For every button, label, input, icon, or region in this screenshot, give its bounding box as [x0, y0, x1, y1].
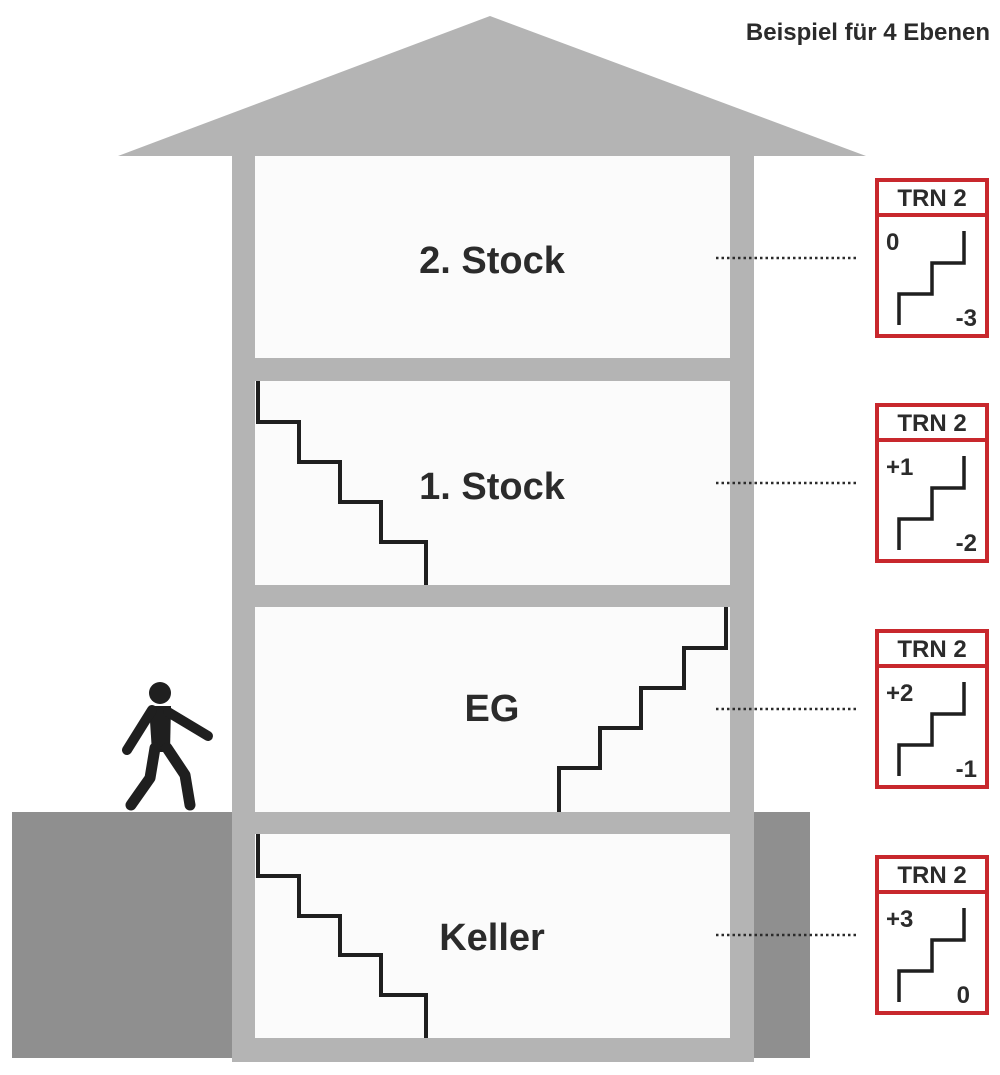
- floor-label-eg: EG: [465, 688, 520, 730]
- floor-label-2-stock: 2. Stock: [419, 240, 566, 282]
- roof: [118, 16, 866, 156]
- stairs-symbol-icon: [897, 908, 966, 1002]
- trn-box-down-value: -3: [956, 305, 977, 332]
- trn-box-up-value: +1: [886, 454, 913, 481]
- trn-box-2-stock: TRN 2 0 -3: [875, 178, 989, 338]
- room-eg: [255, 607, 730, 812]
- trn-box-keller: TRN 2 +3 0: [875, 855, 989, 1015]
- trn-box-up-value: 0: [886, 229, 899, 256]
- ground-left: [12, 812, 234, 1058]
- stairs-symbol-icon: [897, 456, 966, 550]
- staircase-eg: [557, 607, 728, 812]
- trn-box-header: TRN 2: [897, 636, 966, 663]
- diagram-title: Beispiel für 4 Ebenen: [746, 19, 990, 46]
- staircase-keller: [256, 834, 428, 1038]
- room-keller: [255, 834, 730, 1038]
- trn-box-up-value: +2: [886, 680, 913, 707]
- person-icon: [122, 682, 213, 811]
- trn-box-down-value: 0: [957, 982, 970, 1009]
- floor-label-keller: Keller: [439, 917, 545, 959]
- trn-box-down-value: -1: [956, 756, 977, 783]
- stairs-symbol-icon: [897, 682, 966, 776]
- stairs-symbol-icon: [897, 231, 966, 325]
- floor-label-1-stock: 1. Stock: [419, 466, 566, 508]
- trn-box-1-stock: TRN 2 +1 -2: [875, 403, 989, 563]
- room-2-stock: [255, 156, 730, 358]
- staircase-1-stock: [256, 381, 428, 585]
- trn-box-eg: TRN 2 +2 -1: [875, 629, 989, 789]
- room-1-stock: [255, 381, 730, 585]
- trn-box-down-value: -2: [956, 530, 977, 557]
- trn-box-header: TRN 2: [897, 185, 966, 212]
- trn-box-up-value: +3: [886, 906, 913, 933]
- trn-box-header: TRN 2: [897, 862, 966, 889]
- trn-box-header: TRN 2: [897, 410, 966, 437]
